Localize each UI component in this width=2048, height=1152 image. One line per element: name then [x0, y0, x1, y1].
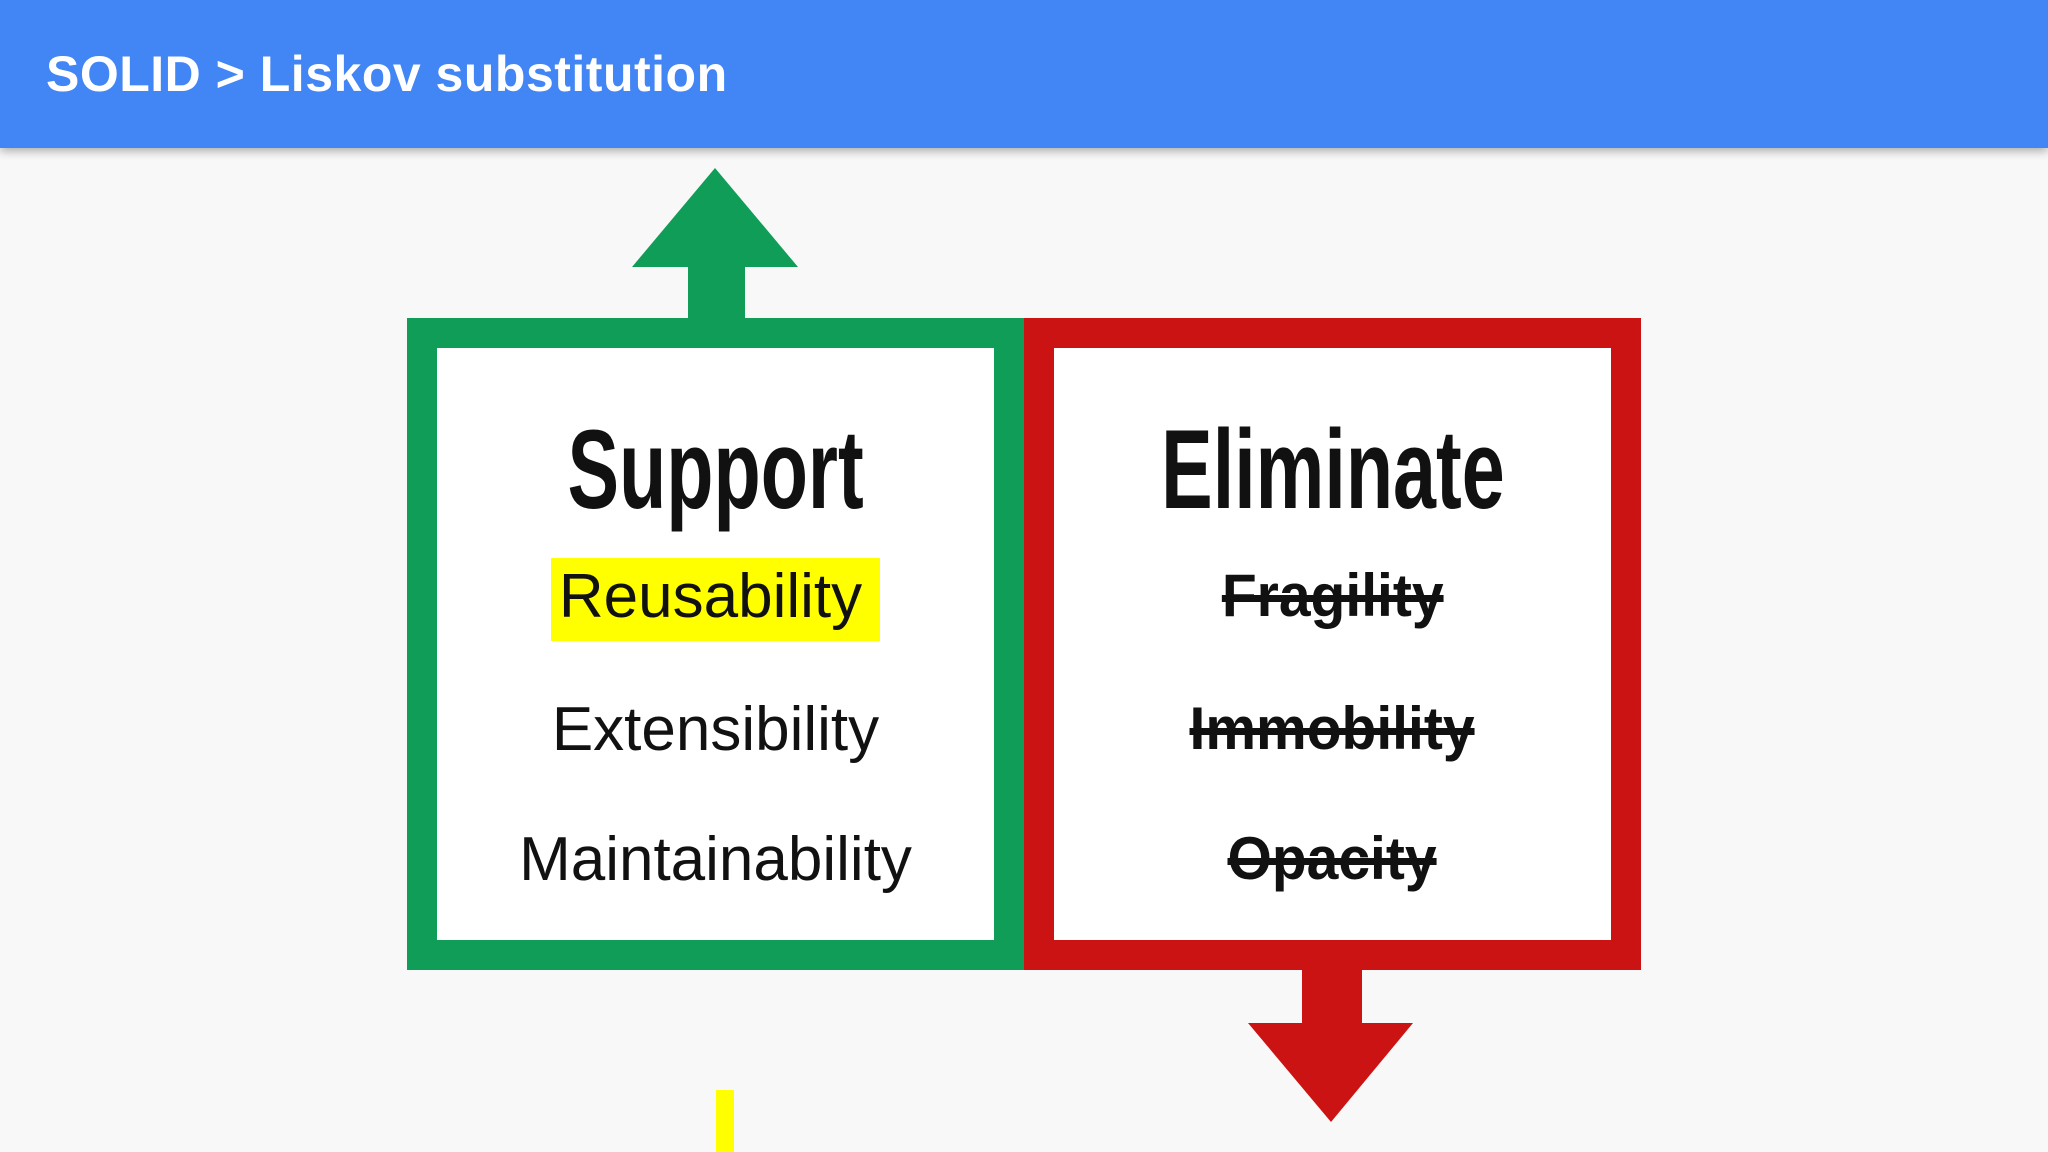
down-arrow-icon: [1248, 960, 1413, 1122]
support-item-extensibility: Extensibility: [551, 695, 880, 764]
yellow-marker: [716, 1090, 734, 1152]
support-panel: Support Reusability Extensibility Mainta…: [407, 318, 1024, 970]
eliminate-item-immobility: Immobility: [1189, 695, 1476, 762]
support-heading: Support: [567, 407, 864, 532]
support-item-maintainability: Maintainability: [519, 825, 912, 894]
eliminate-panel: Eliminate Fragility Immobility Opacity: [1024, 318, 1641, 970]
header-bar: SOLID > Liskov substitution: [0, 0, 2048, 148]
eliminate-item-opacity: Opacity: [1227, 825, 1438, 892]
up-arrow-icon: [632, 168, 798, 330]
eliminate-item-fragility: Fragility: [1221, 562, 1444, 629]
eliminate-heading: Eliminate: [1160, 407, 1505, 532]
support-item-reusability: Reusability: [437, 558, 994, 641]
breadcrumb-title: SOLID > Liskov substitution: [46, 46, 728, 102]
highlighted-term: Reusability: [550, 558, 881, 641]
